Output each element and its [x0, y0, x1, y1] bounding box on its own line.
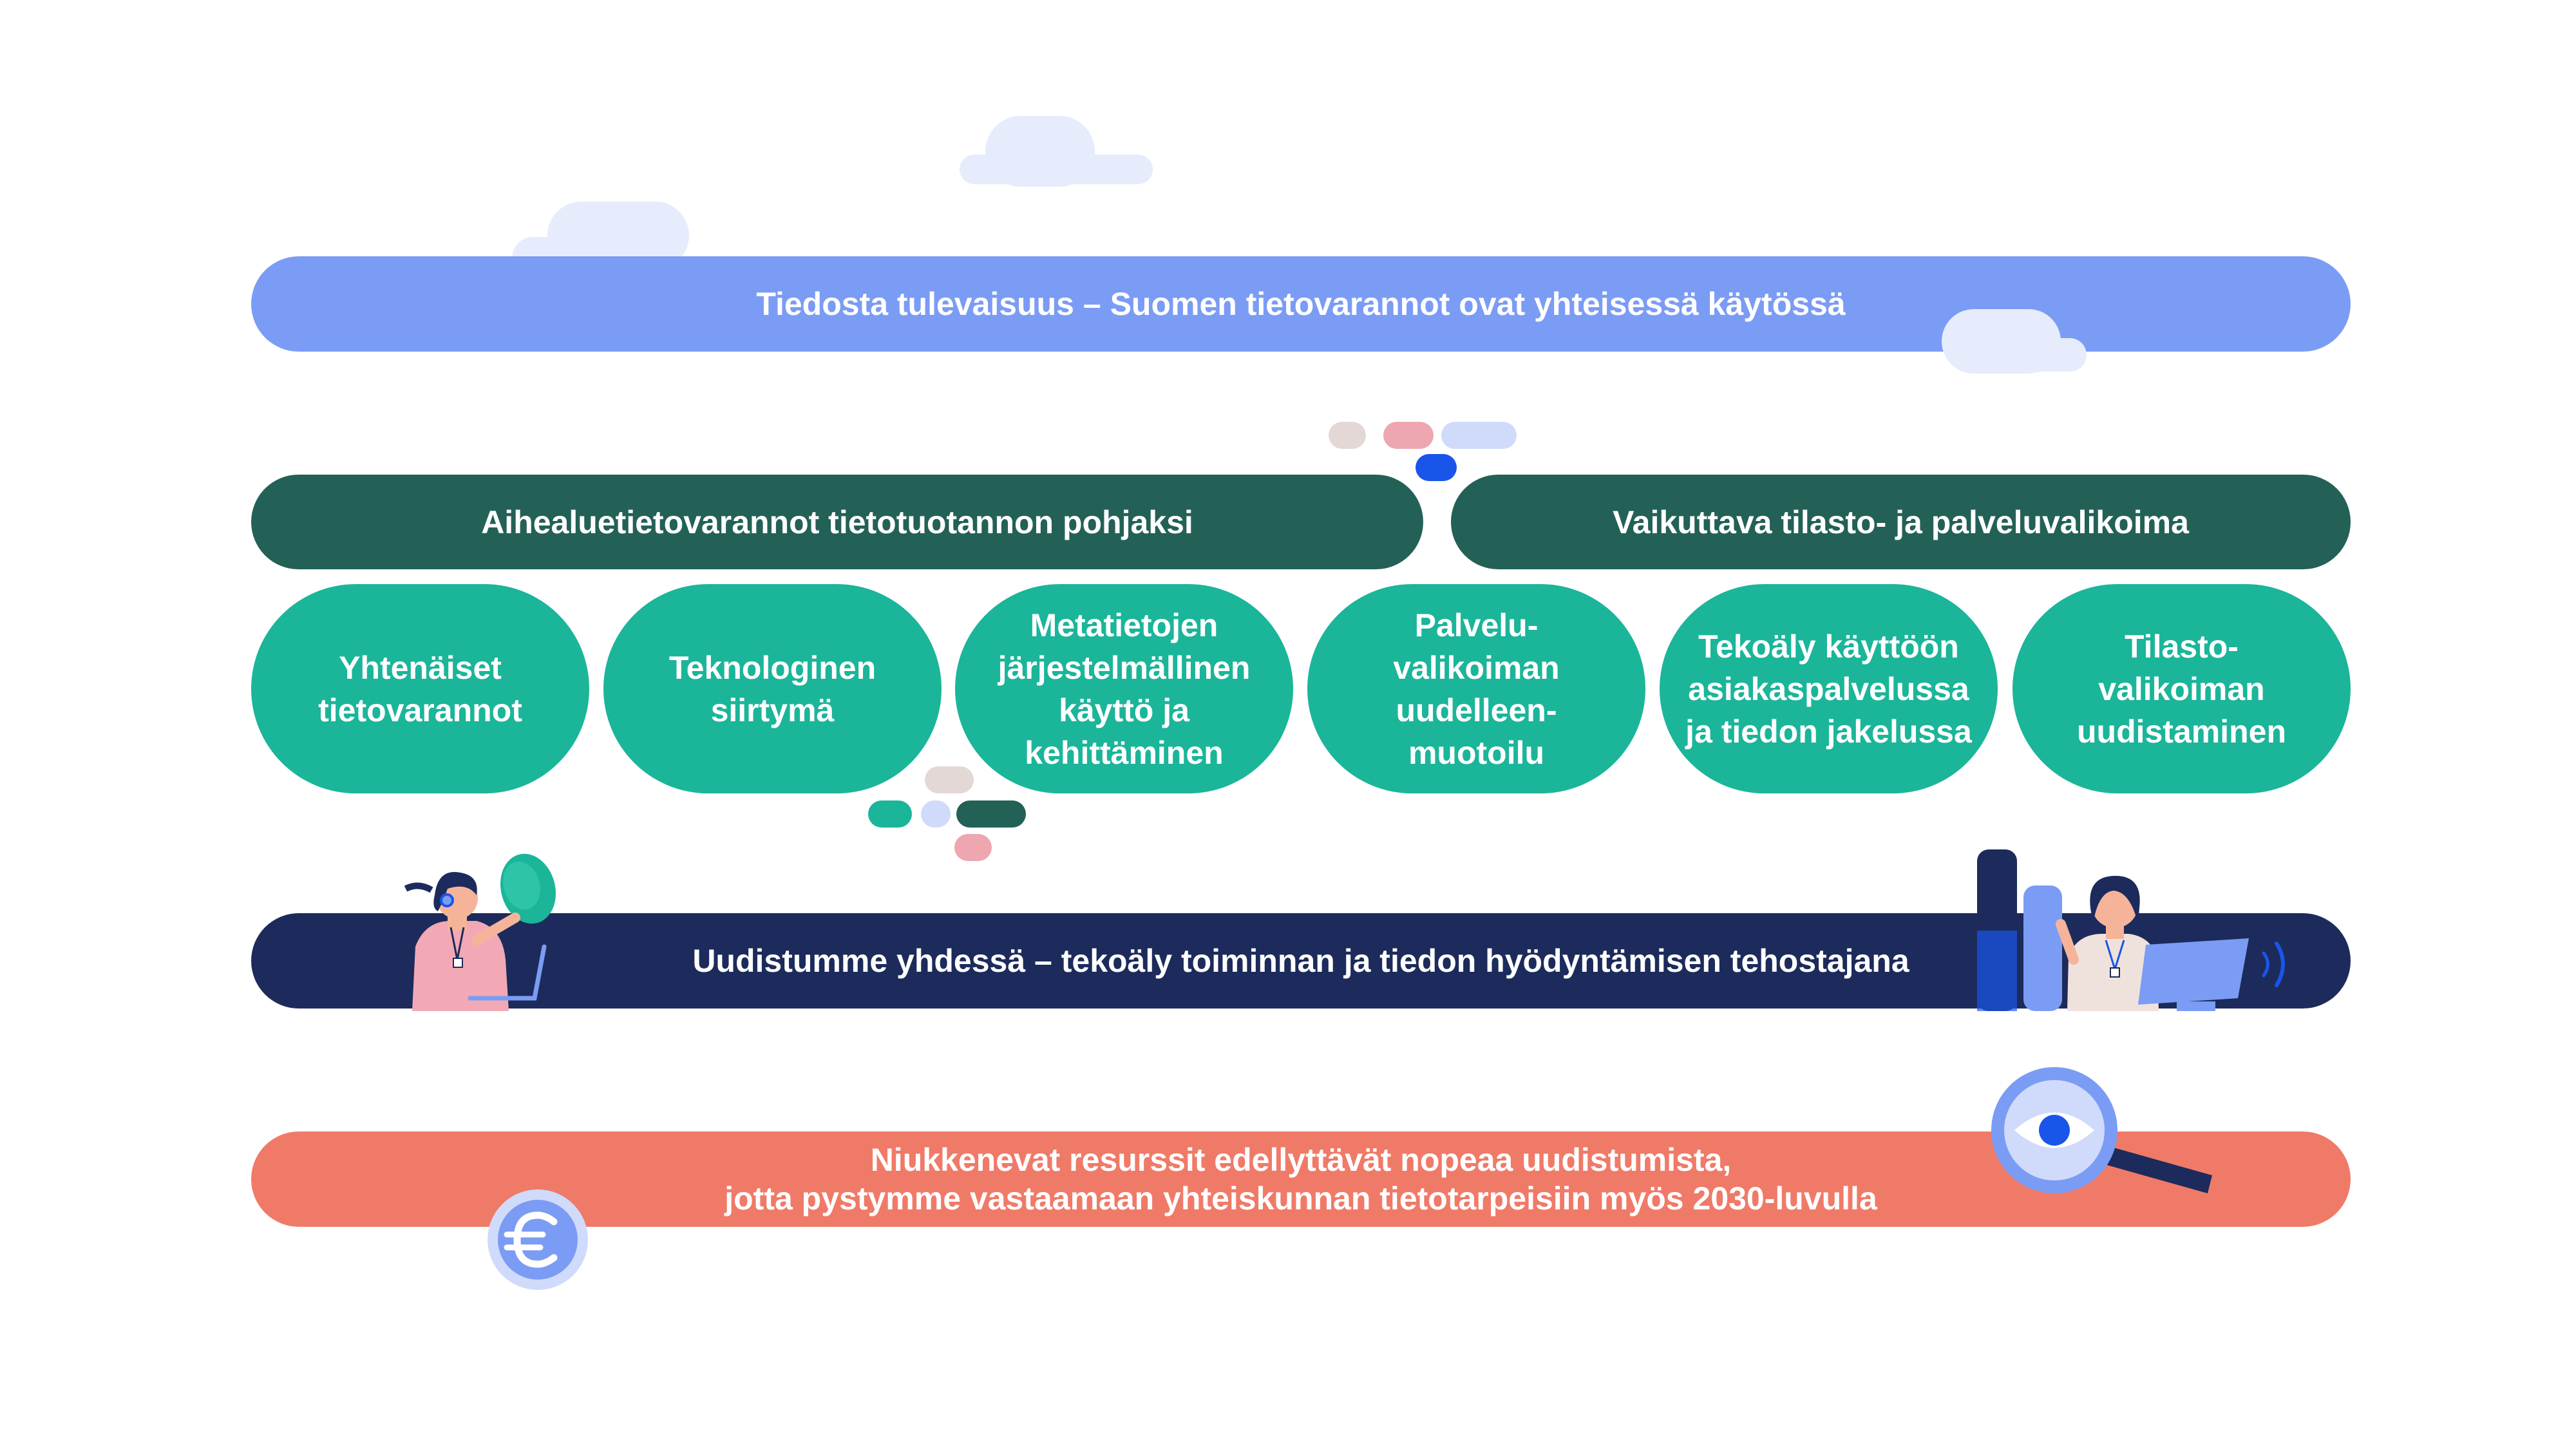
- person-laptop-icon: [404, 853, 556, 1011]
- pillar-5: Tekoäly käyttöön asiakaspalvelussa ja ti…: [1660, 584, 1998, 793]
- decor-blob: [925, 766, 974, 793]
- person-computer-icon: [1977, 849, 2285, 1011]
- decor-blob: [868, 800, 912, 828]
- bottom-banner-line2: jotta pystymme vastaamaan yhteiskunnan t…: [724, 1180, 1877, 1217]
- top-banner-text: Tiedosta tulevaisuus – Suomen tietovaran…: [756, 286, 1846, 322]
- section-header-right-text: Vaikuttava tilasto- ja palveluvalikoima: [1613, 504, 2189, 540]
- pillar-4: Palvelu- valikoiman uudelleen- muotoilu: [1307, 584, 1645, 793]
- pillar-1: Yhtenäiset tietovarannot: [251, 584, 589, 793]
- decor-blob: [1383, 422, 1434, 449]
- magnifier-eye-icon: [1991, 1067, 2212, 1193]
- decor-blob: [956, 800, 1026, 828]
- pillar-2: Teknologinen siirtymä: [603, 584, 942, 793]
- pillar-6: Tilasto- valikoiman uudistaminen: [2012, 584, 2351, 793]
- section-header-left-text: Aihealuetietovarannot tietotuotannon poh…: [481, 504, 1193, 540]
- middle-banner-text: Uudistumme yhdessä – tekoäly toiminnan j…: [692, 943, 1909, 979]
- cloud-icon: [960, 155, 1153, 184]
- decor-blob: [921, 800, 951, 828]
- decor-blob: [1329, 422, 1366, 449]
- euro-coin-icon: [488, 1189, 588, 1290]
- bottom-banner-line1: Niukkenevat resurssit edellyttävät nopea…: [870, 1142, 1732, 1178]
- bottom-banner: Niukkenevat resurssit edellyttävät nopea…: [251, 1132, 2351, 1227]
- pillar-3: Metatietojen järjestelmällinen käyttö ja…: [955, 584, 1293, 793]
- decor-blob: [1416, 454, 1457, 481]
- section-header-right: Vaikuttava tilasto- ja palveluvalikoima: [1451, 475, 2351, 569]
- section-header-left: Aihealuetietovarannot tietotuotannon poh…: [251, 475, 1423, 569]
- decor-blob: [954, 834, 992, 861]
- decor-blob: [1441, 422, 1517, 449]
- cloud-icon: [1971, 338, 2087, 372]
